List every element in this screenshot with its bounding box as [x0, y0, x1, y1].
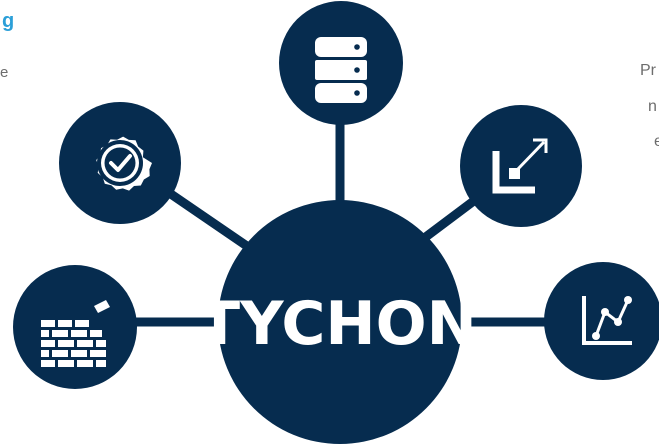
line-chart-icon [582, 296, 632, 345]
hub-label: TYCHON [199, 289, 477, 359]
left-text-fragment: e [0, 64, 9, 81]
right-text-fragment-1: Pr [640, 62, 656, 79]
right-text-fragment-2: n [648, 98, 657, 115]
right-text-fragment-3: e [654, 133, 659, 150]
node-database [279, 1, 403, 125]
node-expand [460, 105, 582, 227]
verified-badge-icon [96, 136, 152, 191]
database-icon [315, 37, 367, 103]
node-verified [59, 102, 181, 224]
hub-circle [218, 200, 462, 444]
firewall-brick-icon [41, 300, 110, 367]
node-firewall [13, 265, 137, 389]
heading-fragment: g [2, 10, 15, 32]
expand-arrow-icon [492, 138, 548, 194]
connector-verified [160, 185, 265, 260]
node-chart [544, 262, 659, 380]
